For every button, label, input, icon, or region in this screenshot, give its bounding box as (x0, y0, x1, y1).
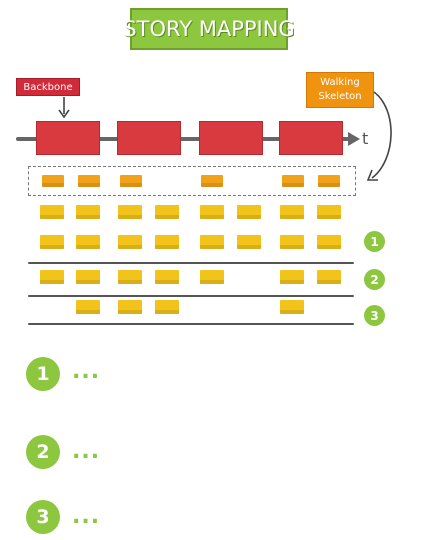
story-note (155, 205, 179, 219)
release-legend-badge-1: 1 (26, 357, 60, 391)
release-badge-1: 1 (364, 231, 385, 252)
skeleton-story-note (120, 175, 142, 187)
skeleton-story-note (282, 175, 304, 187)
backbone-pointer-arrowhead (58, 109, 70, 119)
skeleton-story-note (42, 175, 64, 187)
story-note (155, 235, 179, 249)
release-badge-number: 2 (370, 272, 379, 287)
story-note (40, 235, 64, 249)
story-note (155, 300, 179, 314)
story-note (76, 205, 100, 219)
title-banner: STORY MAPPING (123, 8, 295, 50)
time-axis-label: t (362, 129, 369, 148)
release-legend-text: ... (72, 504, 101, 529)
backbone-label: Backbone (16, 78, 80, 96)
story-note (200, 235, 224, 249)
story-note (237, 205, 261, 219)
release-badge-number: 1 (370, 234, 379, 249)
release-legend-text: ... (72, 359, 101, 384)
release-legend-badge-3: 3 (26, 500, 60, 534)
story-note (317, 205, 341, 219)
backbone-activity (199, 121, 263, 155)
story-note (118, 205, 142, 219)
story-note (118, 270, 142, 284)
walking-skeleton-line1: Walking (320, 77, 360, 88)
story-note (280, 205, 304, 219)
story-note (280, 300, 304, 314)
story-note (200, 205, 224, 219)
release-divider (28, 262, 354, 264)
story-note (280, 270, 304, 284)
story-note (76, 270, 100, 284)
release-divider (28, 323, 354, 325)
story-note (40, 270, 64, 284)
release-legend-badge-2: 2 (26, 435, 60, 469)
story-note (155, 270, 179, 284)
walking-skeleton-label: Walking Skeleton (306, 72, 374, 108)
release-badge-number: 3 (370, 308, 379, 323)
page-title: STORY MAPPING (123, 17, 295, 41)
release-legend-text: ... (72, 439, 101, 464)
story-note (237, 235, 261, 249)
backbone-activity (279, 121, 343, 155)
time-axis-arrowhead (348, 132, 360, 146)
story-note (317, 235, 341, 249)
story-note (40, 205, 64, 219)
story-note (76, 235, 100, 249)
release-badge-3: 3 (364, 305, 385, 326)
backbone-label-text: Backbone (23, 81, 73, 93)
release-legend-number: 2 (36, 441, 50, 463)
backbone-activity (117, 121, 181, 155)
walking-skeleton-pointer-arrowhead (366, 169, 378, 181)
story-note (280, 235, 304, 249)
skeleton-story-note (201, 175, 223, 187)
release-divider (28, 295, 354, 297)
story-note (317, 270, 341, 284)
story-note (118, 300, 142, 314)
story-note (76, 300, 100, 314)
story-note (118, 235, 142, 249)
release-legend-number: 3 (36, 506, 50, 528)
release-badge-2: 2 (364, 269, 385, 290)
story-note (200, 270, 224, 284)
walking-skeleton-line2: Skeleton (318, 91, 362, 102)
release-legend-number: 1 (36, 363, 50, 385)
skeleton-story-note (318, 175, 340, 187)
walking-skeleton-pointer-arrow (371, 91, 392, 179)
skeleton-story-note (78, 175, 100, 187)
walking-skeleton-box (28, 166, 356, 196)
backbone-activity (36, 121, 100, 155)
